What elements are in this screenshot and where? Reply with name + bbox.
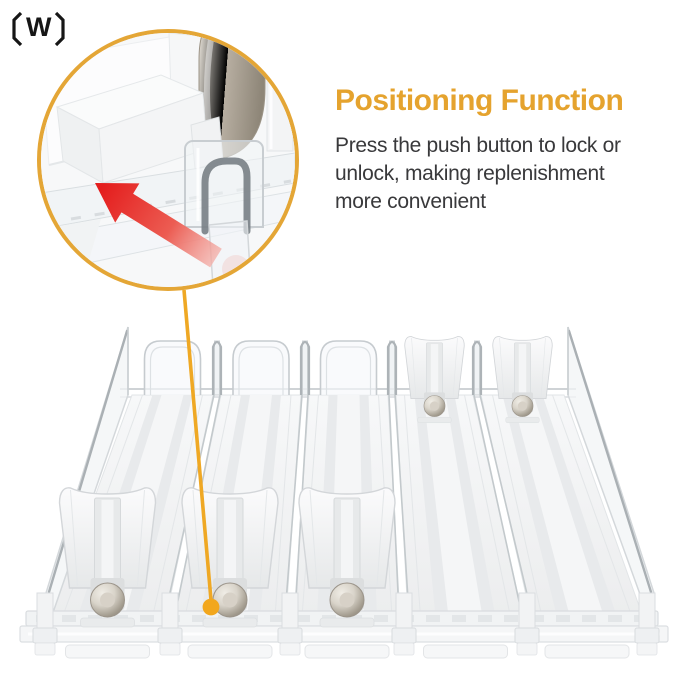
- description-line-2: unlock, making replenishment: [335, 162, 605, 185]
- corner-label: W: [9, 11, 68, 47]
- push-button-clamp: [184, 140, 264, 235]
- page-title: Positioning Function: [335, 84, 624, 117]
- side-post: [266, 33, 294, 152]
- product-image: [0, 295, 700, 685]
- description-line-1: Press the push button to lock or: [335, 134, 621, 157]
- front-posts: [32, 592, 660, 656]
- description-line-3: more convenient: [335, 190, 486, 213]
- corner-letter: W: [26, 12, 52, 42]
- tortoise-bracket-right-icon: [54, 11, 68, 47]
- zoom-callout-circle: [37, 29, 299, 291]
- clear-backstops: [143, 340, 378, 395]
- info-block: Positioning Function Press the push butt…: [335, 84, 675, 216]
- tortoise-bracket-left-icon: [9, 11, 23, 47]
- push-button-closeup: [41, 33, 295, 287]
